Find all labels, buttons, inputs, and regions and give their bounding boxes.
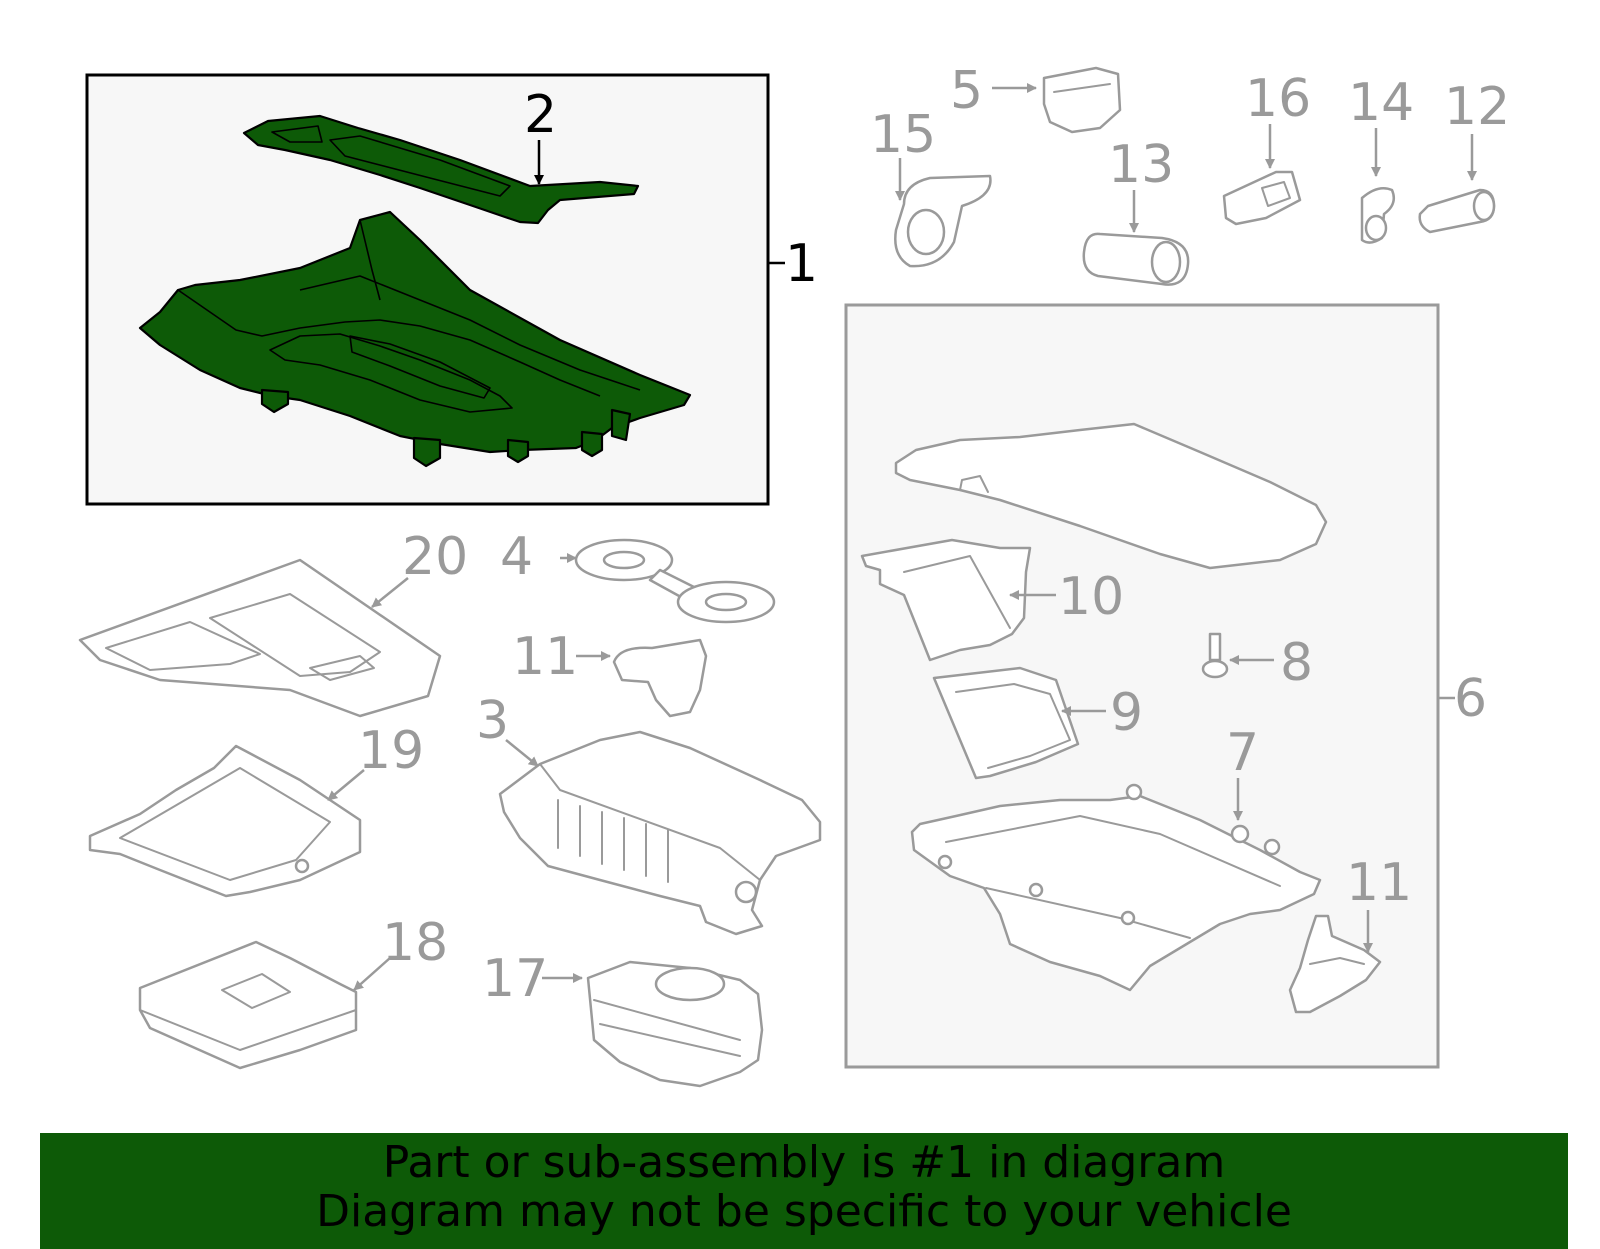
part-18-module[interactable] <box>138 940 358 1070</box>
part-12-bulb[interactable] <box>1418 188 1496 234</box>
callout-11-right: 11 <box>1346 853 1412 913</box>
part-1-console-base[interactable] <box>138 210 692 468</box>
callout-4: 4 <box>500 527 533 587</box>
part-2-trim-plate[interactable] <box>242 114 640 225</box>
callout-15: 15 <box>870 105 936 165</box>
leader-lines <box>327 83 1477 991</box>
part-4-gasket[interactable] <box>574 538 776 624</box>
part-11-hook-right[interactable] <box>1288 914 1382 1014</box>
part-9-tray[interactable] <box>932 666 1080 780</box>
callout-1: 1 <box>785 234 818 294</box>
callout-6: 6 <box>1454 669 1487 729</box>
info-banner: Part or sub-assembly is #1 in diagram Di… <box>40 1133 1568 1249</box>
callout-17: 17 <box>482 949 548 1009</box>
part-6-armrest-lid[interactable] <box>894 422 1328 570</box>
banner-line-2: Diagram may not be specific to your vehi… <box>316 1186 1292 1237</box>
callout-3: 3 <box>476 691 509 751</box>
callout-20: 20 <box>402 527 468 587</box>
part-20-liner[interactable] <box>78 558 442 718</box>
part-19-tray-plate[interactable] <box>88 744 362 898</box>
part-16-sensor[interactable] <box>1222 170 1302 226</box>
part-13-cylinder[interactable] <box>1082 232 1190 286</box>
callout-14: 14 <box>1348 73 1414 133</box>
part-17-controller[interactable] <box>586 960 764 1088</box>
part-8-screw[interactable] <box>1201 632 1229 679</box>
callout-8: 8 <box>1280 633 1313 693</box>
part-10-bracket[interactable] <box>860 538 1032 662</box>
callout-7: 7 <box>1226 723 1259 783</box>
part-11-hook-left[interactable] <box>612 638 708 718</box>
callout-18: 18 <box>382 913 448 973</box>
part-14-clip[interactable] <box>1360 187 1395 244</box>
callout-11-left: 11 <box>512 627 578 687</box>
callout-19: 19 <box>358 721 424 781</box>
callout-13: 13 <box>1108 135 1174 195</box>
part-15-socket[interactable] <box>894 174 992 268</box>
callout-5: 5 <box>950 61 983 121</box>
callout-16: 16 <box>1245 69 1311 129</box>
part-3-cupholder[interactable] <box>498 730 822 936</box>
callout-2: 2 <box>524 85 557 145</box>
callout-12: 12 <box>1444 77 1510 137</box>
callout-9: 9 <box>1110 683 1143 743</box>
banner-line-1: Part or sub-assembly is #1 in diagram <box>382 1137 1226 1188</box>
part-7-storage-bin[interactable] <box>910 783 1322 992</box>
callout-numbers: 1 2 5 15 13 16 14 12 10 8 9 7 6 11 20 4 … <box>358 61 1510 1009</box>
callout-10: 10 <box>1058 567 1124 627</box>
part-5-switch[interactable] <box>1042 66 1122 134</box>
